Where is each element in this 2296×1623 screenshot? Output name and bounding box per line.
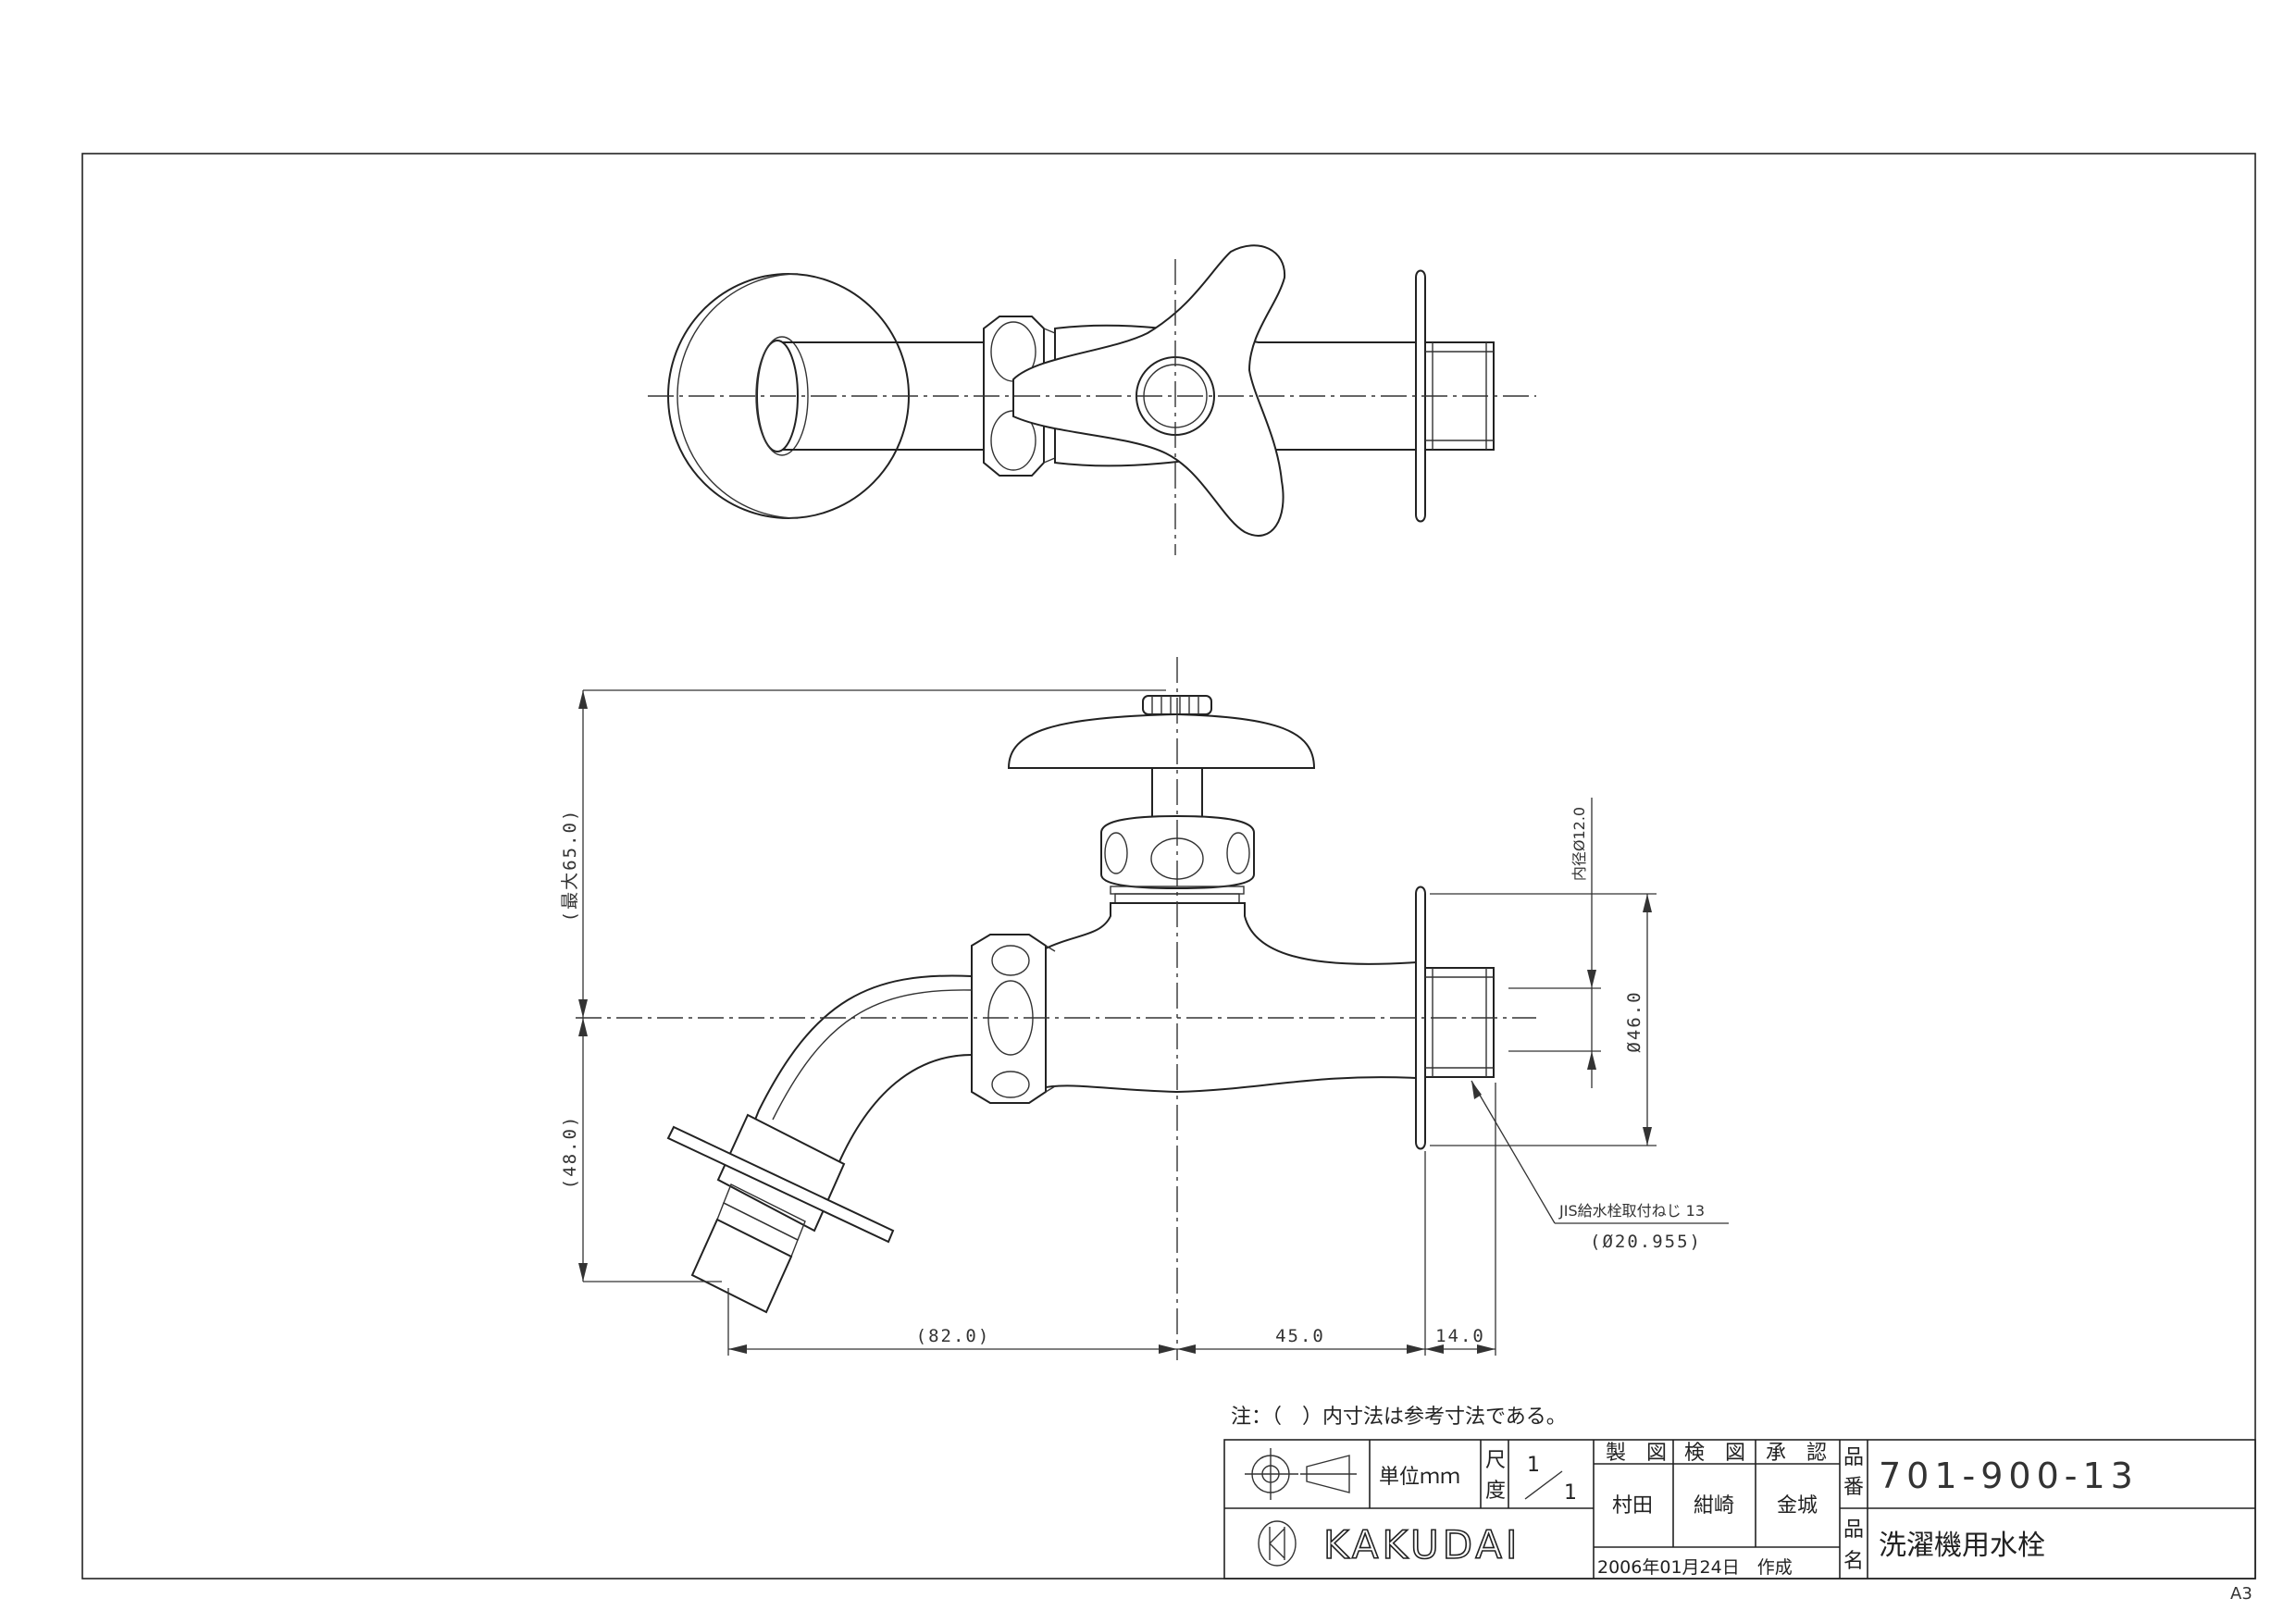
scale-label-2: 度 [1485,1480,1506,1503]
sheet-border [81,153,2256,1580]
dim-height-lower: (48.0) [560,1115,580,1190]
name-label-2: 名 [1843,1550,1864,1573]
dim-width-left: (82.0) [916,1326,991,1346]
drawn-label: 製 図 [1606,1442,1667,1465]
part-no-label-1: 品 [1843,1446,1864,1469]
dim-height-max: (最大65.0) [560,809,580,923]
company-name: KAKUDAI [1323,1522,1520,1567]
title-block: 単位ｍｍ 尺 度 1 1 製 図 検 図 承 認 村田 紺崎 金城 2006年0… [1223,1439,2256,1580]
unit-label: 単位ｍｍ [1379,1466,1460,1489]
dim-inner-dia: 内径Ø12.0 [1570,807,1588,881]
sheet-size: A3 [2230,1584,2253,1604]
handle-front [1007,712,1316,769]
front-thread [1424,967,1495,1078]
name-label-1: 品 [1843,1518,1864,1542]
front-view: (最大65.0) (48.0) (82.0) 45.0 14.0 内径Ø12.0… [560,657,1729,1360]
nozzle [690,1218,793,1314]
approved-by: 金城 [1777,1494,1818,1518]
scale-label-1: 尺 [1485,1449,1506,1472]
checked-by: 紺崎 [1694,1494,1734,1518]
company-logo: KAKUDAI [1258,1520,1520,1568]
part-no-label-2: 番 [1843,1476,1864,1499]
top-view [648,244,1536,555]
scale-numerator: 1 [1527,1454,1540,1477]
projection-symbol-icon [1245,1448,1357,1500]
approved-label: 承 認 [1766,1442,1827,1465]
dim-width-mid: 45.0 [1275,1326,1325,1346]
handle-top [1012,244,1286,537]
created-date: 2006年01月24日 作成 [1597,1557,1793,1578]
product-name: 洗濯機用水栓 [1879,1530,2045,1562]
scale-denominator: 1 [1564,1481,1577,1505]
hose-collar [716,1113,846,1233]
dim-width-right: 14.0 [1435,1326,1485,1346]
thread-leader [1471,1080,1556,1224]
spout [747,974,973,1195]
reference-note: 注：（ ）内寸法は参考寸法である。 [1231,1406,1567,1429]
thread-label: JIS給水栓取付ねじ 13 [1558,1202,1705,1220]
drawn-by: 村田 [1612,1494,1653,1518]
stopper-plate [666,1125,895,1244]
checked-label: 検 図 [1684,1442,1745,1465]
part-number: 701-900-13 [1879,1456,2139,1496]
dim-flange-dia: Ø46.0 [1624,990,1644,1052]
front-plate [1415,886,1426,1150]
valve-body [1045,902,1417,1094]
thread-dia: (Ø20.955) [1590,1232,1702,1252]
union-nut [971,934,1047,1104]
